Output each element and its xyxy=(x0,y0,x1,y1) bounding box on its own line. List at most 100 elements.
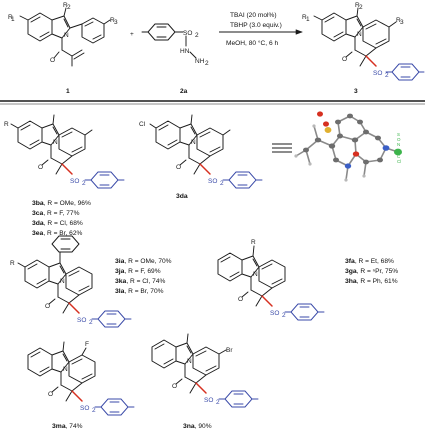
reactant-2a-structure xyxy=(141,23,197,59)
r1-subscript: 1 xyxy=(11,16,15,23)
entry-3ca: 3ca, R = F, 77% xyxy=(32,210,80,217)
product-r3: R xyxy=(396,17,401,24)
series3-list: 3fa, R = Et, 68% 3ga, R = ⁿPr, 75% 3ha, … xyxy=(345,258,398,285)
label-compound-1: 1 xyxy=(66,88,70,95)
r2-subscript: 2 xyxy=(67,4,71,11)
nh-group: HN xyxy=(180,48,190,55)
series1-so2: SO xyxy=(70,178,79,185)
entry-3fa: 3fa, R = Et, 68% xyxy=(345,258,394,265)
r2-substituent: R xyxy=(63,2,68,9)
atom-n-r1: N xyxy=(64,32,69,39)
series1-tolyl xyxy=(84,171,125,189)
compound-3da-structure xyxy=(149,114,231,175)
r3-substituent: R xyxy=(110,17,115,24)
series3-atom-o: O xyxy=(238,296,243,303)
series2-new-bond xyxy=(68,302,80,314)
r1-substituent: R xyxy=(8,14,13,21)
condition-solvent-temp: MeOH, 80 °C, 6 h xyxy=(226,39,278,47)
crystal-structure-image: S O N C Cl xyxy=(294,111,402,182)
so2-group: SO xyxy=(183,30,192,37)
r3-subscript: 3 xyxy=(114,19,118,26)
series1-atom-n: N xyxy=(53,139,58,146)
series1-list: 3ba, R = OMe, 96% 3ca, R = F, 77% 3da, R… xyxy=(32,200,91,237)
condition-catalyst: TBAI (20 mol%) xyxy=(230,12,277,19)
entry-3ia: 3ia, R = OMe, 70% xyxy=(115,258,172,265)
svg-text:S: S xyxy=(397,132,400,137)
product-r3-sub: 3 xyxy=(400,19,404,26)
equivalence-sign xyxy=(272,143,292,153)
product-r2: R xyxy=(355,2,360,9)
series3-tolyl xyxy=(284,303,325,321)
3na-so2-sub: 2 xyxy=(216,399,220,406)
entry-3ba: 3ba, R = OMe, 96% xyxy=(32,200,91,207)
3ma-so2: SO xyxy=(80,405,89,412)
3ma-new-bond xyxy=(71,390,83,402)
label-3ma: 3ma, 74% xyxy=(52,423,83,430)
product-r1-sub: 1 xyxy=(306,16,310,23)
entry-3da: 3da, R = Cl, 68% xyxy=(32,220,83,227)
series1-structure xyxy=(10,114,93,175)
series1-atom-o: O xyxy=(38,164,43,171)
3na-atom-n: N xyxy=(187,358,192,365)
series3-so2: SO xyxy=(270,310,279,317)
entry-3ga: 3ga, R = ⁿPr, 75% xyxy=(345,268,398,275)
3ma-atom-f: F xyxy=(85,341,89,348)
series3-new-bond xyxy=(261,295,273,307)
entry-3ha: 3ha, R = Ph, 61% xyxy=(345,278,398,285)
svg-text:C: C xyxy=(397,154,401,159)
3da-so2-sub: 2 xyxy=(220,180,224,187)
series3-atom-n: N xyxy=(253,271,258,278)
product-so2-sub: 2 xyxy=(385,72,389,79)
3na-so2: SO xyxy=(204,397,213,404)
3da-tolyl xyxy=(222,171,263,189)
3da-new-bond xyxy=(199,163,211,175)
series2-structure xyxy=(17,235,93,314)
3na-atom-br: Br xyxy=(226,347,233,354)
series3-so2-sub: 2 xyxy=(282,312,286,319)
3da-atom-o: O xyxy=(176,164,181,171)
3ma-so2-sub: 2 xyxy=(92,407,96,414)
series2-atom-n: N xyxy=(60,278,65,285)
3da-atom-cl: Cl xyxy=(139,121,146,128)
series2-r-label: R xyxy=(10,260,15,267)
label-3na: 3na, 90% xyxy=(183,423,212,430)
compound-3na-structure xyxy=(151,333,227,394)
product-3-tolyl xyxy=(385,63,425,81)
svg-text:O: O xyxy=(397,137,401,142)
entry-3ea: 3ea, R = Br, 62% xyxy=(32,230,83,237)
series2-so2-sub: 2 xyxy=(89,319,93,326)
product-atom-n: N xyxy=(357,31,362,38)
new-bond-highlight xyxy=(365,55,377,67)
entry-3la: 3la, R = Br, 70% xyxy=(115,288,164,295)
3na-new-bond xyxy=(195,382,207,394)
3ma-tolyl xyxy=(94,398,135,416)
label-3da: 3da xyxy=(176,193,188,200)
label-compound-2a: 2a xyxy=(180,88,188,95)
3ma-atom-o: O xyxy=(48,391,53,398)
series2-so2: SO xyxy=(77,317,86,324)
condition-oxidant: TBHP (3.0 equiv.) xyxy=(230,22,282,29)
product-atom-o: O xyxy=(342,56,347,63)
nh2-group: NH xyxy=(195,58,205,65)
plus-sign: + xyxy=(130,31,134,38)
entry-3ja: 3ja, R = F, 69% xyxy=(115,268,161,275)
product-so2: SO xyxy=(373,70,382,77)
label-compound-3: 3 xyxy=(354,88,358,95)
series1-r-label: R xyxy=(4,121,9,128)
3da-atom-n: N xyxy=(191,139,196,146)
3ma-atom-n: N xyxy=(63,366,68,373)
series3-r-label: R xyxy=(251,239,256,246)
atom-o-r1: O xyxy=(50,57,55,64)
3da-so2: SO xyxy=(208,178,217,185)
so2-subscript: 2 xyxy=(195,32,199,39)
compound-3ma-structure xyxy=(27,341,96,402)
series2-list: 3ia, R = OMe, 70% 3ja, R = F, 69% 3ka, R… xyxy=(115,258,172,295)
3na-tolyl xyxy=(218,390,259,408)
entry-3ka: 3ka, R = Cl, 74% xyxy=(115,278,166,285)
series1-so2-sub: 2 xyxy=(82,180,86,187)
svg-text:Cl: Cl xyxy=(397,159,401,164)
series2-tolyl xyxy=(91,310,132,328)
3na-atom-o: O xyxy=(172,383,177,390)
series1-new-bond xyxy=(61,163,73,175)
